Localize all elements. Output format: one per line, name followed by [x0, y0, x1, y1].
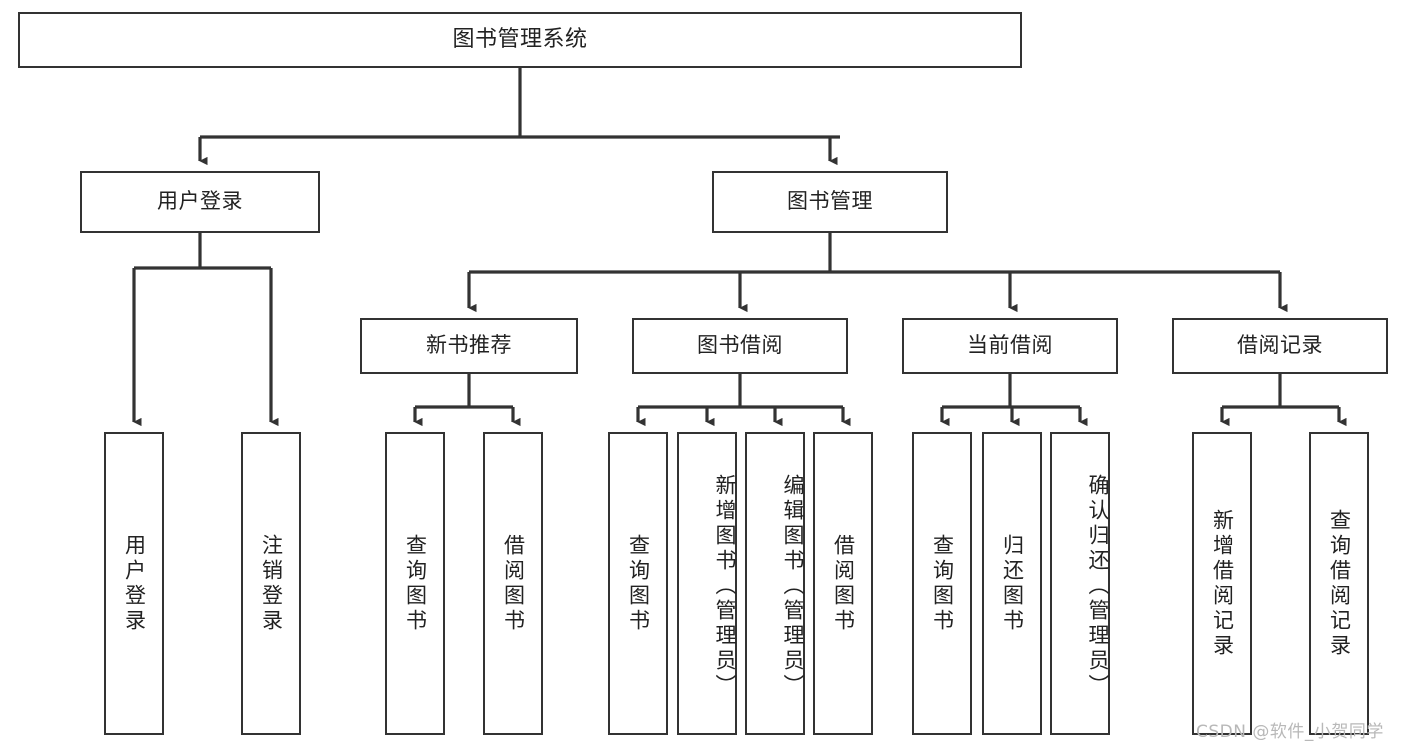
leaf-confirm-return-admin[interactable]: 确认归还（管理员） [1050, 432, 1110, 735]
leaf-query-book-newbook[interactable]: 查询图书 [385, 432, 445, 735]
node-current-borrow-label: 当前借阅 [967, 333, 1053, 358]
node-new-book-recommend-label: 新书推荐 [426, 333, 512, 358]
leaf-borrow-book-label: 借阅图书 [831, 533, 856, 634]
leaf-confirm-return-admin-label: 确认归还（管理员） [1086, 474, 1110, 699]
leaf-return-book-label: 归还图书 [1000, 533, 1025, 634]
node-user-login[interactable]: 用户登录 [80, 171, 320, 233]
node-book-management-label: 图书管理 [787, 189, 873, 214]
leaf-edit-book-admin[interactable]: 编辑图书（管理员） [745, 432, 805, 735]
leaf-query-borrow-record[interactable]: 查询借阅记录 [1309, 432, 1369, 735]
leaf-add-book-admin[interactable]: 新增图书（管理员） [677, 432, 737, 735]
node-borrow-record[interactable]: 借阅记录 [1172, 318, 1388, 374]
leaf-query-book-current-label: 查询图书 [930, 533, 955, 634]
leaf-borrow-book-newbook-label: 借阅图书 [501, 533, 526, 634]
leaf-add-borrow-record[interactable]: 新增借阅记录 [1192, 432, 1252, 735]
leaf-query-book-current[interactable]: 查询图书 [912, 432, 972, 735]
leaf-user-login[interactable]: 用户登录 [104, 432, 164, 735]
node-book-borrow[interactable]: 图书借阅 [632, 318, 848, 374]
leaf-query-borrow-record-label: 查询借阅记录 [1327, 508, 1352, 659]
leaf-query-book-borrow[interactable]: 查询图书 [608, 432, 668, 735]
leaf-borrow-book[interactable]: 借阅图书 [813, 432, 873, 735]
leaf-edit-book-admin-label: 编辑图书（管理员） [781, 474, 805, 699]
leaf-logout-login[interactable]: 注销登录 [241, 432, 301, 735]
leaf-borrow-book-newbook[interactable]: 借阅图书 [483, 432, 543, 735]
leaf-return-book[interactable]: 归还图书 [982, 432, 1042, 735]
leaf-query-book-newbook-label: 查询图书 [403, 533, 428, 634]
node-root-system[interactable]: 图书管理系统 [18, 12, 1022, 68]
node-root-label: 图书管理系统 [452, 26, 588, 52]
leaf-logout-login-label: 注销登录 [259, 533, 284, 634]
node-book-management[interactable]: 图书管理 [712, 171, 948, 233]
leaf-add-book-admin-label: 新增图书（管理员） [713, 474, 737, 699]
node-current-borrow[interactable]: 当前借阅 [902, 318, 1118, 374]
leaf-add-borrow-record-label: 新增借阅记录 [1210, 508, 1235, 659]
leaf-user-login-label: 用户登录 [122, 533, 147, 634]
node-new-book-recommend[interactable]: 新书推荐 [360, 318, 578, 374]
node-borrow-record-label: 借阅记录 [1237, 333, 1323, 358]
node-user-login-label: 用户登录 [157, 189, 243, 214]
leaf-query-book-borrow-label: 查询图书 [626, 533, 651, 634]
node-book-borrow-label: 图书借阅 [697, 333, 783, 358]
csdn-watermark: CSDN @软件_小贺同学 [1196, 722, 1384, 742]
